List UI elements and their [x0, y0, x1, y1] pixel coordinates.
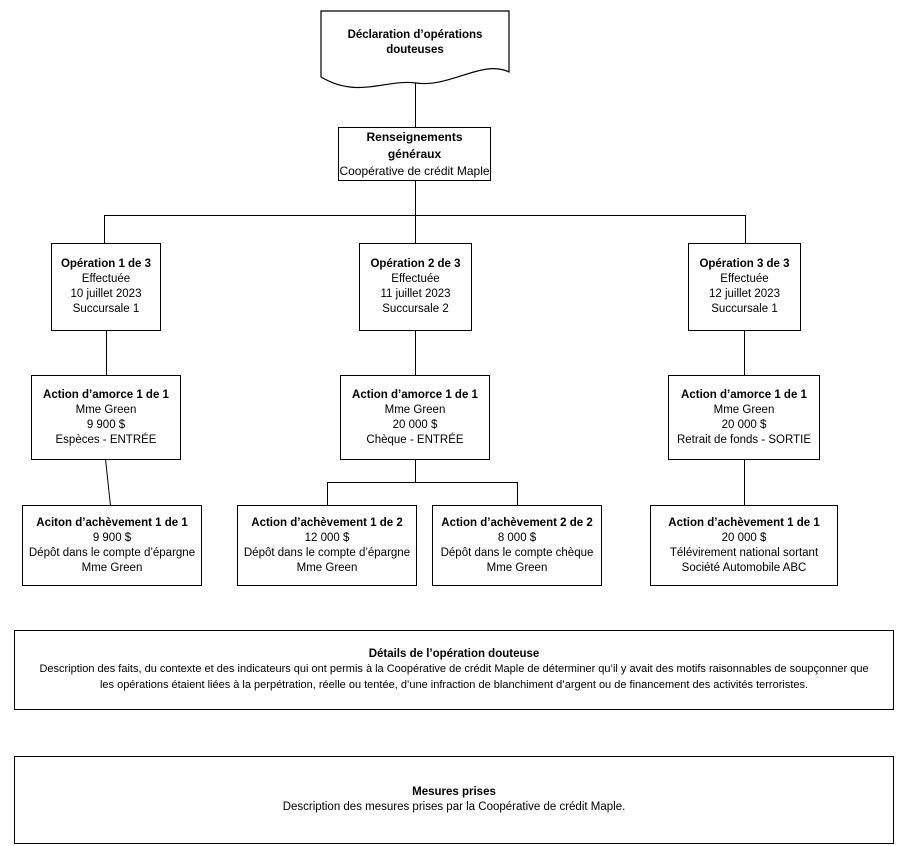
completing-action-title: Action d’achèvement 1 de 2 [251, 516, 403, 529]
completing-action-detail: Télévirement national sortant [669, 546, 819, 559]
completing-action-person: Mme Green [486, 561, 548, 574]
operation-date: 10 juillet 2023 [70, 288, 142, 300]
starting-action-person: Mme Green [384, 403, 446, 416]
completing-action-4-box: Action d’achèvement 1 de 1 20 000 $ Télé… [650, 505, 838, 586]
operation-2-box: Opération 2 de 3 Effectuée 11 juillet 20… [359, 243, 472, 331]
starting-action-title: Action d’amorce 1 de 1 [43, 388, 169, 401]
operation-title: Opération 3 de 3 [699, 258, 790, 270]
operation-branch: Succursale 2 [382, 303, 449, 315]
starting-action-amount: 20 000 $ [721, 418, 767, 431]
details-title: Détails de l’opération douteuse [368, 647, 540, 660]
completing-action-person: Mme Green [81, 561, 143, 574]
completing-action-detail: Dépôt dans le compte chèque [440, 546, 594, 559]
completing-action-title: Aciton d’achèvement 1 de 1 [36, 516, 188, 529]
completing-action-1-box: Aciton d’achèvement 1 de 1 9 900 $ Dépôt… [22, 505, 202, 586]
completing-action-person: Mme Green [296, 561, 358, 574]
operation-date: 12 juillet 2023 [709, 288, 780, 300]
completing-action-detail: Dépôt dans le compte d’épargne [28, 546, 196, 559]
details-box: Détails de l’opération douteuse Descript… [14, 630, 894, 710]
operation-date: 11 juillet 2023 [380, 288, 451, 300]
operation-status: Effectuée [81, 273, 131, 285]
general-info-box: Renseignements généraux Coopérative de c… [338, 127, 491, 181]
details-body-line-2: les opérations étaient liées à la perpét… [99, 678, 809, 691]
starting-action-method: Chèque - ENTRÉE [366, 433, 464, 446]
completing-action-title: Action d’achèvement 1 de 1 [668, 516, 820, 529]
completing-action-amount: 12 000 $ [304, 531, 350, 544]
completing-action-amount: 8 000 $ [497, 531, 537, 544]
operation-1-box: Opération 1 de 3 Effectuée 10 juillet 20… [51, 243, 161, 331]
operation-3-box: Opération 3 de 3 Effectuée 12 juillet 20… [688, 243, 801, 331]
general-info-title: Renseignements généraux [366, 129, 463, 161]
operation-branch: Succursale 1 [72, 303, 140, 315]
starting-action-amount: 9 900 $ [86, 418, 126, 431]
starting-action-2-box: Action d’amorce 1 de 1 Mme Green 20 000 … [340, 375, 490, 460]
document-shape [320, 10, 510, 89]
starting-action-title: Action d’amorce 1 de 1 [681, 388, 807, 401]
general-info-subtitle: Coopérative de crédit Maple [339, 163, 490, 178]
details-body-line-1: Description des faits, du contexte et de… [39, 663, 869, 676]
completing-action-amount: 9 900 $ [92, 531, 132, 544]
measures-body: Description des mesures prises par la Co… [282, 801, 626, 813]
starting-action-person: Mme Green [75, 403, 137, 416]
starting-action-person: Mme Green [713, 403, 775, 416]
completing-action-person: Société Automobile ABC [681, 561, 807, 574]
measures-box: Mesures prises Description des mesures p… [14, 756, 894, 844]
operation-status: Effectuée [720, 273, 769, 285]
operation-title: Opération 2 de 3 [370, 258, 461, 270]
completing-action-title: Action d’achèvement 2 de 2 [441, 516, 593, 529]
completing-action-2-box: Action d’achèvement 1 de 2 12 000 $ Dépô… [237, 505, 417, 586]
completing-action-3-box: Action d’achèvement 2 de 2 8 000 $ Dépôt… [432, 505, 602, 586]
starting-action-amount: 20 000 $ [392, 418, 438, 431]
completing-action-detail: Dépôt dans le compte d’épargne [243, 546, 411, 559]
document-title: Déclaration d’opérations douteuses [347, 29, 483, 56]
starting-action-3-box: Action d’amorce 1 de 1 Mme Green 20 000 … [668, 375, 820, 460]
completing-action-amount: 20 000 $ [721, 531, 767, 544]
starting-action-title: Action d’amorce 1 de 1 [352, 388, 478, 401]
operation-title: Opération 1 de 3 [60, 258, 152, 270]
starting-action-1-box: Action d’amorce 1 de 1 Mme Green 9 900 $… [31, 375, 181, 460]
operation-branch: Succursale 1 [711, 303, 778, 315]
measures-title: Mesures prises [412, 785, 496, 798]
starting-action-method: Espèces - ENTRÉE [55, 433, 157, 446]
starting-action-method: Retrait de fonds - SORTIE [676, 433, 811, 446]
operation-status: Effectuée [391, 273, 440, 285]
